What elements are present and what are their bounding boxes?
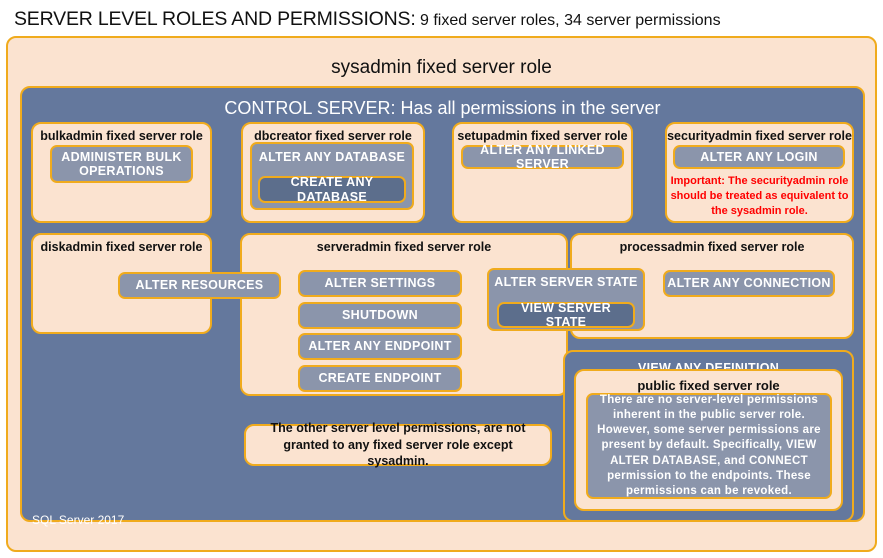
sysadmin-role-label: sysadmin fixed server role — [331, 57, 552, 78]
page-title-strong: SERVER LEVEL ROLES AND PERMISSIONS: — [14, 8, 416, 30]
role-setupadmin-label: setupadmin fixed server role — [457, 129, 628, 143]
permission-shutdown[interactable]: SHUTDOWN — [298, 302, 462, 329]
page-title-light: 9 fixed server roles, 34 server permissi… — [420, 12, 721, 29]
permission-administer-bulk-operations[interactable]: ADMINISTER BULK OPERATIONS — [50, 145, 193, 183]
public-role-description-box: There are no server-level permissions in… — [586, 393, 832, 499]
public-role-description: There are no server-level permissions in… — [597, 393, 821, 497]
page-title: SERVER LEVEL ROLES AND PERMISSIONS: 9 fi… — [14, 8, 721, 31]
permission-alter-any-database-label: ALTER ANY DATABASE — [258, 150, 406, 164]
securityadmin-warning: Important: The securityadmin role should… — [670, 175, 849, 217]
other-permissions-note: The other server level permissions, are … — [244, 421, 552, 468]
role-dbcreator-label: dbcreator fixed server role — [254, 129, 412, 143]
role-diskadmin-label: diskadmin fixed server role — [40, 240, 203, 254]
permission-alter-server-state-label: ALTER SERVER STATE — [494, 275, 638, 289]
permission-alter-any-endpoint[interactable]: ALTER ANY ENDPOINT — [298, 333, 462, 360]
permission-create-endpoint[interactable]: CREATE ENDPOINT — [298, 365, 462, 392]
role-public-label: public fixed server role — [637, 378, 780, 393]
permission-alter-resources[interactable]: ALTER RESOURCES — [118, 272, 281, 299]
permission-alter-any-login[interactable]: ALTER ANY LOGIN — [673, 145, 845, 169]
sql-server-version-label: SQL Server 2017 — [32, 513, 125, 527]
role-serveradmin-label: serveradmin fixed server role — [316, 240, 492, 254]
permission-alter-any-linked-server[interactable]: ALTER ANY LINKED SERVER — [461, 143, 624, 171]
permission-create-any-database[interactable]: CREATE ANY DATABASE — [258, 175, 406, 204]
permission-alter-settings[interactable]: ALTER SETTINGS — [298, 270, 462, 297]
role-securityadmin-label: securityadmin fixed server role — [667, 129, 852, 143]
permission-alter-any-connection[interactable]: ALTER ANY CONNECTION — [663, 270, 835, 297]
role-bulkadmin-label: bulkadmin fixed server role — [40, 129, 203, 143]
role-securityadmin: securityadmin fixed server role — [665, 122, 854, 223]
permission-view-server-state[interactable]: VIEW SERVER STATE — [497, 301, 635, 329]
role-processadmin-label: processadmin fixed server role — [619, 240, 805, 254]
role-setupadmin: setupadmin fixed server role — [452, 122, 633, 223]
control-server-label: CONTROL SERVER: Has all permissions in t… — [224, 98, 661, 118]
